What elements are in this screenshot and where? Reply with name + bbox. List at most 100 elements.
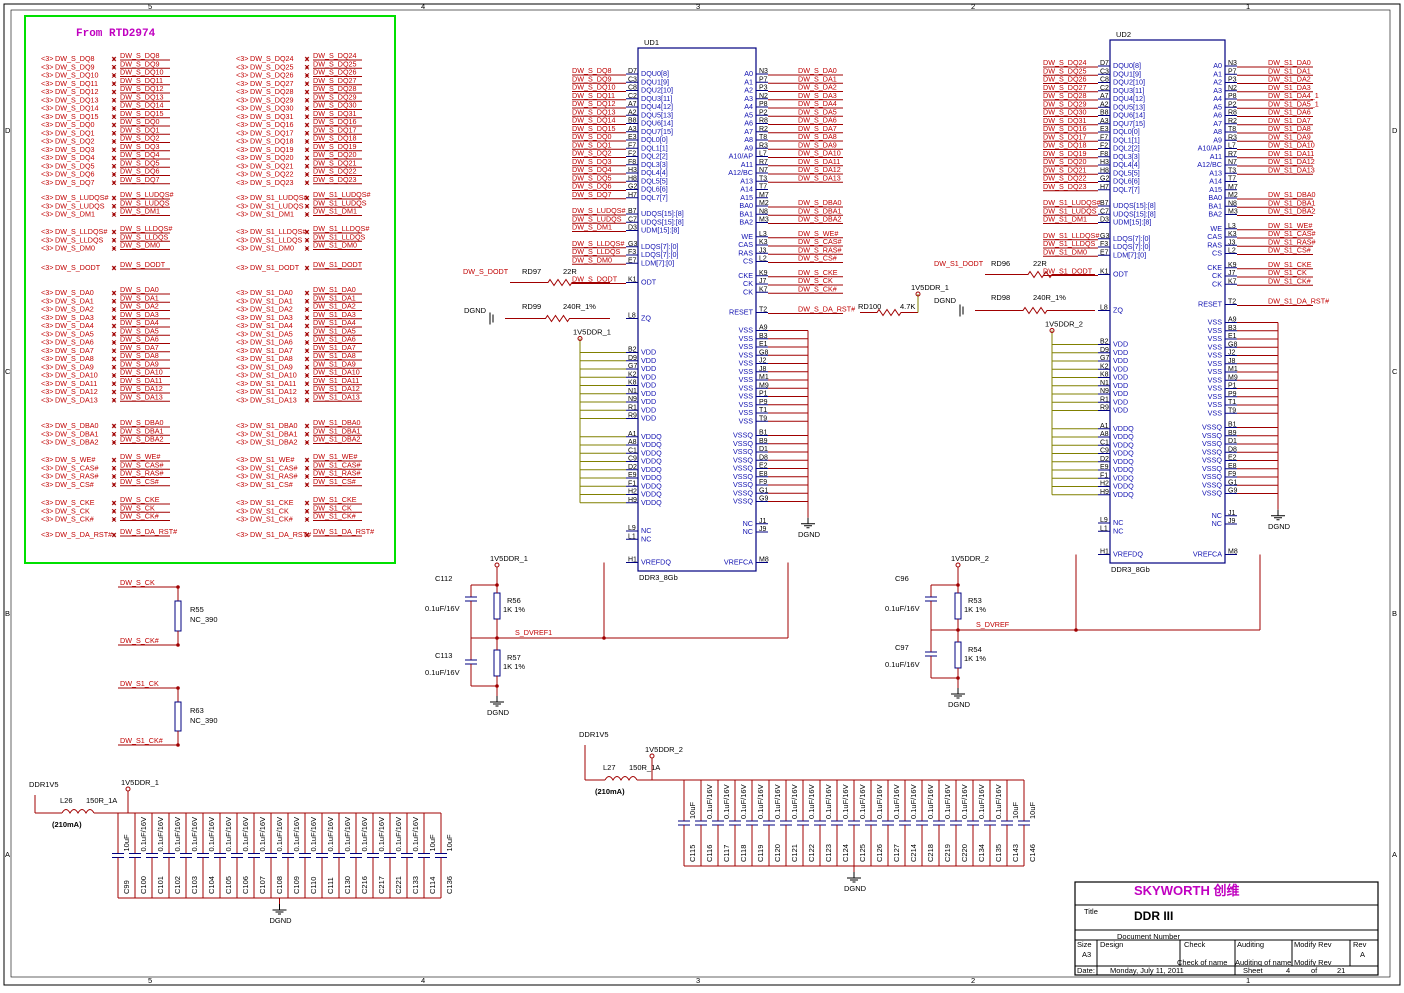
pin-name: VSS (1208, 326, 1223, 335)
pin-number: G8 (1228, 341, 1237, 348)
sheet-ref-label: <3> (41, 498, 53, 507)
pin-number: L7 (1228, 143, 1236, 150)
pin-number: B8 (1100, 110, 1109, 117)
pin-name: DQL3[3] (1113, 152, 1140, 161)
pin-name: DQL5[5] (1113, 168, 1140, 177)
pin-name: A9 (1213, 135, 1222, 144)
pin-number: P2 (759, 109, 768, 116)
connector-net-label-out: DW_S1_DA11 (313, 376, 359, 385)
connector-net-label-out: DW_S1_DA_RST# (313, 527, 374, 536)
sheet-ref-label: <3> (236, 244, 248, 253)
connector-net-label-out: DW_S_CS# (120, 477, 159, 486)
pin-name: LDQS[7]:[0] (1113, 242, 1151, 251)
pin-name: UDQS[15]:[8] (1113, 209, 1156, 218)
term-net-bottom: DW_S1_CK# (120, 736, 163, 745)
c-bot-value: 0.1uF/16V (425, 668, 460, 677)
pin-number: L9 (628, 525, 636, 532)
pin-number: C8 (1100, 77, 1109, 84)
term-ref: R55 (190, 605, 204, 614)
pin-number: R3 (759, 142, 768, 149)
pin-net-label: DW_S_DQ15 (572, 124, 616, 133)
connector-chevron (111, 364, 117, 370)
pin-name: VREFCA (724, 558, 753, 567)
sheet-ref-label: <3> (41, 530, 53, 539)
pin-net-label: DW_S_DQ3 (572, 157, 612, 166)
pin-net-label: DW_S1_LLDQS# (1043, 231, 1099, 240)
connector-net-label-in: DW_S1_CS# (250, 480, 293, 489)
c-top-value: 0.1uF/16V (885, 604, 920, 613)
sheet-ref-label: <3> (41, 515, 53, 524)
connector-net-label-out: DW_S_DQ31 (313, 109, 357, 118)
pin-net-label: DW_S_DA9 (798, 140, 837, 149)
pin-name: DQU2[10] (641, 86, 673, 95)
sheet-ref-label: <3> (41, 346, 53, 355)
r-top-ref: R56 (507, 596, 521, 605)
inductor-symbol (61, 809, 95, 815)
connector-chevron (111, 180, 117, 186)
connector-net-label-out: DW_S_DA8 (120, 351, 159, 360)
junction-dot (602, 636, 606, 640)
pin-name: A7 (1213, 119, 1222, 128)
modify-rev-2-label: Modify Rev (1294, 958, 1332, 967)
connector-chevron (304, 89, 310, 95)
cap-ref: C118 (739, 845, 748, 862)
connector-chevron (304, 315, 310, 321)
pin-number: A8 (628, 439, 637, 446)
date-value: Monday, July 11, 2011 (1110, 966, 1184, 975)
sheet-ref-label: <3> (41, 137, 53, 146)
sheet-ref-label: <3> (236, 145, 248, 154)
pin-number: M1 (759, 374, 769, 381)
connector-chevron (304, 56, 310, 62)
pin-number: M8 (1228, 549, 1238, 556)
pin-name: A15 (1209, 185, 1222, 194)
pin-number: P9 (1228, 391, 1237, 398)
ground-label: DGND (948, 700, 971, 709)
pin-number: B2 (1100, 339, 1109, 346)
connector-chevron (304, 397, 310, 403)
r-bot-ref: R54 (968, 645, 982, 654)
current-note: (210mA) (52, 820, 82, 829)
pin-number: N2 (1228, 85, 1237, 92)
sheet-ref-label: <3> (236, 313, 248, 322)
connector-net-label-out: DW_S_DA9 (120, 359, 159, 368)
connector-net-label-out: DW_S_LUDQS# (120, 190, 174, 199)
border-col-marker-top: 4 (421, 2, 425, 11)
sheet-ref-label: <3> (41, 210, 53, 219)
pin-net-label: DW_S_DQ5 (572, 173, 612, 182)
pin-number: J7 (759, 278, 767, 285)
sheet-ref-label: <3> (236, 506, 248, 515)
cap-ref: C104 (207, 876, 216, 894)
cap-value: 0.1uF/16V (705, 784, 714, 819)
pin-name: BA2 (1208, 210, 1222, 219)
connector-net-label-in: DW_S_DA2 (55, 305, 94, 314)
sheet-ref-label: <3> (236, 87, 248, 96)
sheet-ref-label: <3> (41, 235, 53, 244)
connector-net-label-in: DW_S_DBA0 (55, 421, 99, 430)
connector-net-label-out: DW_S1_DM1 (313, 207, 357, 216)
border-row-marker-right: A (1392, 850, 1397, 859)
sheet-ref-label: <3> (236, 371, 248, 380)
connector-net-label-in: DW_S_DA_RST# (55, 530, 112, 539)
connector-net-label-out: DW_S_DM0 (120, 241, 160, 250)
cap-value: 0.1uF/16V (909, 784, 918, 819)
r-top-value: 1K 1% (503, 605, 525, 614)
pin-net-label: DW_S_DA0 (798, 66, 837, 75)
pin-number: P1 (759, 391, 768, 398)
pin-name: A5 (1213, 102, 1222, 111)
pin-name: VSSQ (733, 447, 753, 456)
pin-number: R1 (628, 404, 637, 411)
term-value: NC_390 (190, 615, 218, 624)
sheet-ref-label: <3> (236, 515, 248, 524)
pin-net-label: DW_S_CAS# (798, 237, 842, 246)
cap-ref: C107 (258, 876, 267, 894)
pin-net-label: DW_S1_DA12 (1268, 157, 1315, 166)
pin-number: M3 (1228, 209, 1238, 216)
pin-number: A9 (759, 325, 768, 332)
pin-number: G2 (1100, 176, 1109, 183)
rd98-ref: RD98 (991, 293, 1010, 302)
connector-chevron (111, 106, 117, 111)
auditing-label: Auditing (1237, 940, 1264, 949)
pin-number: J8 (1228, 358, 1236, 365)
pin-number: D8 (759, 454, 768, 461)
